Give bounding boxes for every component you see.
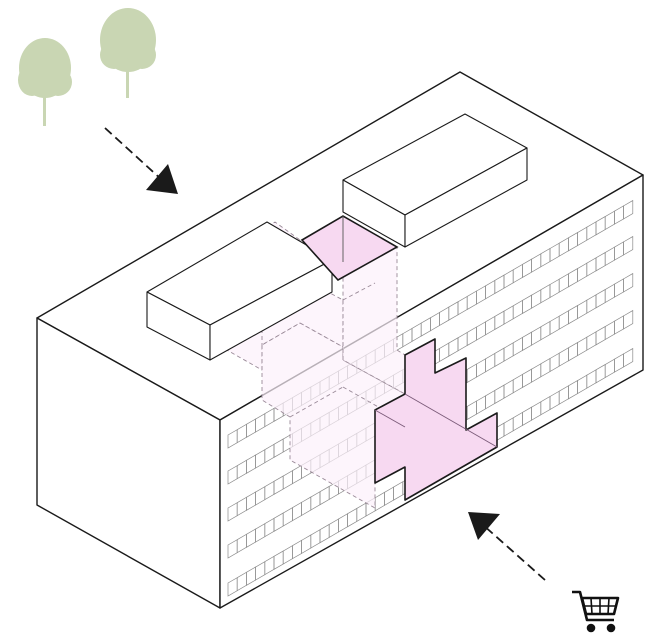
window bbox=[623, 347, 634, 368]
window bbox=[623, 235, 634, 256]
tree-icon bbox=[100, 8, 156, 98]
tree-icon bbox=[18, 38, 72, 126]
shopping-cart-icon bbox=[572, 590, 620, 633]
dashed-arrow-icon bbox=[104, 127, 178, 194]
window bbox=[623, 309, 634, 330]
facade-cut-highlight bbox=[374, 338, 498, 501]
rooftop-volume-left bbox=[146, 221, 333, 361]
window bbox=[623, 272, 634, 293]
rooftop-volume-right bbox=[342, 113, 528, 248]
roof-opening-highlight bbox=[300, 215, 399, 282]
window bbox=[623, 199, 634, 220]
dashed-arrow-icon bbox=[468, 512, 546, 581]
